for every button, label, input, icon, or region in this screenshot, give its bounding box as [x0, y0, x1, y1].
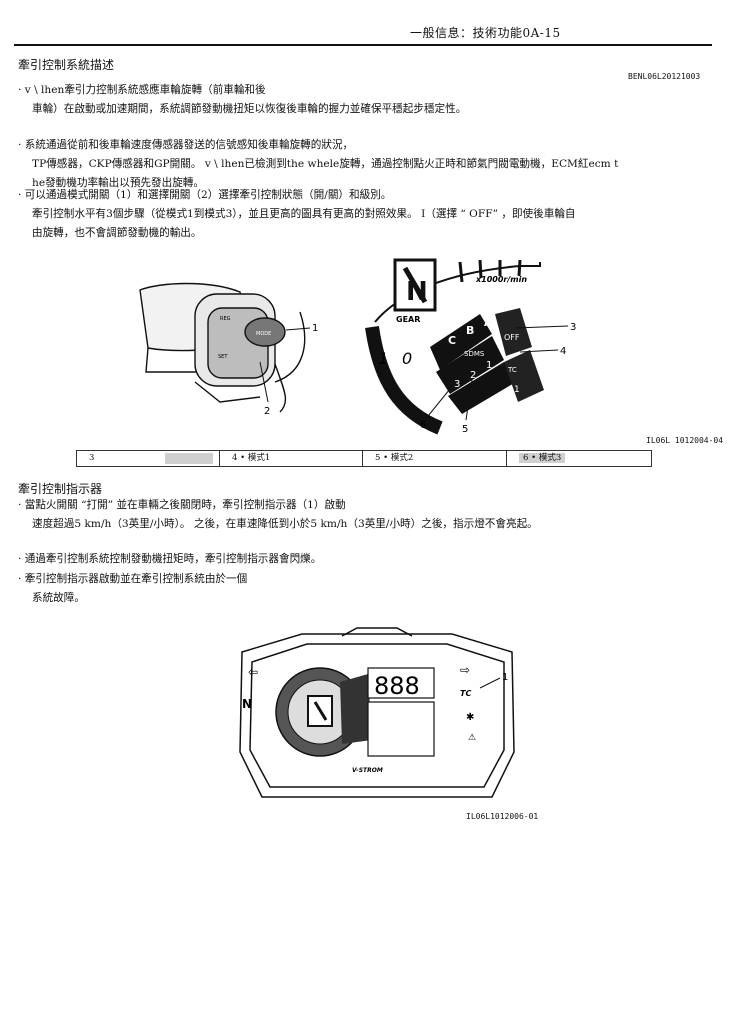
dash-tc-display-illustration [365, 258, 544, 435]
callout-4: 4 [560, 346, 566, 357]
text-line: · 系統通過從前和後車輪速度傳感器發送的信號感知後車輪旋轉的狀況， [18, 139, 354, 151]
neutral-indicator: N [242, 697, 252, 711]
tc-indicator: TC [460, 689, 471, 698]
caption-text: 5 • 模式2 [375, 453, 414, 463]
tc-level-3: 3 [454, 379, 460, 390]
digital-readout [367, 667, 435, 699]
caption-cell: 3 [77, 451, 220, 466]
callout-leader [427, 383, 455, 417]
section-title-tc-description: 牽引控制系統描述 [18, 58, 115, 72]
switch-label-mode: MODE [256, 331, 271, 337]
callout-1-indicator: 1 [502, 672, 508, 683]
right-turn-icon: ⇨ [460, 663, 470, 677]
paragraph-3: · 可以通過模式開關（1）和選擇開關（2）選擇牽引控制狀態（開/關）和級別。 牽… [18, 186, 576, 243]
section-code: BENL06L20121003 [628, 72, 701, 81]
callout-leader [479, 677, 501, 689]
mode-c: C [448, 334, 456, 347]
caption-cell: 5 • 模式2 [363, 451, 507, 466]
header-rule [14, 44, 712, 46]
text-line: · 當點火開關 “打開” 並在車輛之後關閉時，牽引控制指示器（1）啟動 [18, 499, 346, 511]
brand-logo: V-STROM [352, 767, 383, 774]
paragraph-2: · 系統通過從前和後車輪速度傳感器發送的信號感知後車輪旋轉的狀況， TP傳感器，… [18, 136, 618, 193]
caption-cell: 4 • 模式1 [220, 451, 363, 466]
text-line: · 可以通過模式開關（1）和選擇開關（2）選擇牽引控制狀態（開/關）和級別。 [18, 189, 392, 201]
paragraph-1: · v \ lhen牽引力控制系統感應車輪旋轉（前車輪和後 車輪）在啟動或加速期… [18, 81, 466, 119]
paragraph-6: · 牽引控制指示器啟動並在牽引控制系統由於一個 系統故障。 [18, 570, 247, 608]
callout-leader [519, 349, 559, 353]
abs-level-2: 2 [496, 395, 502, 405]
rpm-unit: x1000r/min [475, 275, 527, 284]
figure2-code: IL06L1012006-01 [466, 812, 539, 821]
text-line: · 通過牽引控制系統控制發動機扭矩時，牽引控制指示器會閃爍。 [18, 553, 322, 565]
figure-switch-and-dash: REG MODE SET 1 2 N GEAR x1000r/min C B A… [139, 258, 576, 435]
abs-label: ABS [512, 402, 526, 410]
switch-label-set: SET [218, 354, 228, 360]
info-panel [367, 701, 435, 757]
callout-2: 2 [264, 406, 270, 417]
digital-digits: 888 [374, 672, 420, 700]
gear-letter: N [406, 277, 428, 307]
fan-icon: ✱ [466, 712, 474, 723]
tach-0: 0 [402, 349, 412, 368]
callout-5: 5 [462, 424, 468, 435]
caption-text: 6 • 模式3 [519, 453, 566, 463]
tc-level-1: 1 [486, 360, 492, 371]
caption-shade [165, 453, 213, 464]
callout-1: 1 [312, 323, 318, 334]
callout-3: 3 [570, 322, 576, 333]
text-line: TP傳感器，CKP傳感器和GP開關。 v \ lhen已檢測到the whele… [32, 158, 619, 170]
text-line: 速度超過5 km/h（3英里/小時）。 之後，在車速降低到小於5 km/h（3英… [32, 518, 538, 530]
left-turn-icon: ⇦ [248, 665, 258, 679]
section-title-tc-indicator: 牽引控制指示器 [18, 482, 103, 496]
mode-b: B [466, 324, 474, 337]
text-line: 由旋轉，也不會調節發動機的輸出。 [32, 227, 202, 239]
callout-leader [259, 361, 269, 403]
gear-word: GEAR [396, 315, 420, 324]
sdms-label: SDMS [464, 350, 485, 358]
text-line: · 牽引控制指示器啟動並在牽引控制系統由於一個 [18, 573, 248, 585]
abs-level-1: 1 [514, 385, 520, 395]
caption-text: 3 [89, 453, 95, 463]
meter-dial [275, 667, 372, 757]
text-line: 車輪）在啟動或加速期間，系統調節發動機扭矩以恢復後車輪的握力並確保平穩起步穩定性… [32, 103, 467, 115]
callout-leader [465, 379, 473, 421]
caption-text: 4 • 模式1 [232, 453, 271, 463]
tach-1: 1 [378, 349, 388, 368]
warning-icon: ⚠ [468, 733, 476, 743]
paragraph-5: · 通過牽引控制系統控制發動機扭矩時，牽引控制指示器會閃爍。 [18, 550, 321, 569]
page-header: 一般信息：技術功能0A-15 [410, 26, 561, 40]
tc-label: TC [507, 366, 517, 374]
figure-caption-table: 3 4 • 模式1 5 • 模式2 6 • 模式3 [76, 450, 652, 467]
callout-leader [514, 325, 569, 329]
off-label: OFF [504, 333, 520, 342]
switch-label-reg: REG [220, 316, 231, 322]
callout-leader [285, 327, 311, 331]
paragraph-4: · 當點火開關 “打開” 並在車輛之後關閉時，牽引控制指示器（1）啟動 速度超過… [18, 496, 538, 534]
cluster-outline [239, 627, 515, 798]
text-line: 系統故障。 [32, 592, 85, 604]
callout-6: 6 [420, 420, 426, 431]
tc-level-2: 2 [470, 370, 476, 381]
text-line: 牽引控制水平有3個步驟（從模式1到模式3），並且更高的圖具有更高的對照效果。 I… [32, 208, 576, 220]
mode-a: A [484, 316, 493, 329]
text-line: he發動機功率輸出以預先發出旋轉。 [32, 177, 204, 189]
handlebar-switch-illustration [139, 282, 306, 413]
figure-code: IL06L 1012004-04 [646, 436, 724, 445]
figure-instrument-cluster: 888 N ⇦ ⇨ ✱ ⚠ TC V-STROM 1 [239, 627, 515, 798]
text-line: · v \ lhen牽引力控制系統感應車輪旋轉（前車輪和後 [18, 84, 266, 96]
caption-cell: 6 • 模式3 [507, 451, 651, 466]
